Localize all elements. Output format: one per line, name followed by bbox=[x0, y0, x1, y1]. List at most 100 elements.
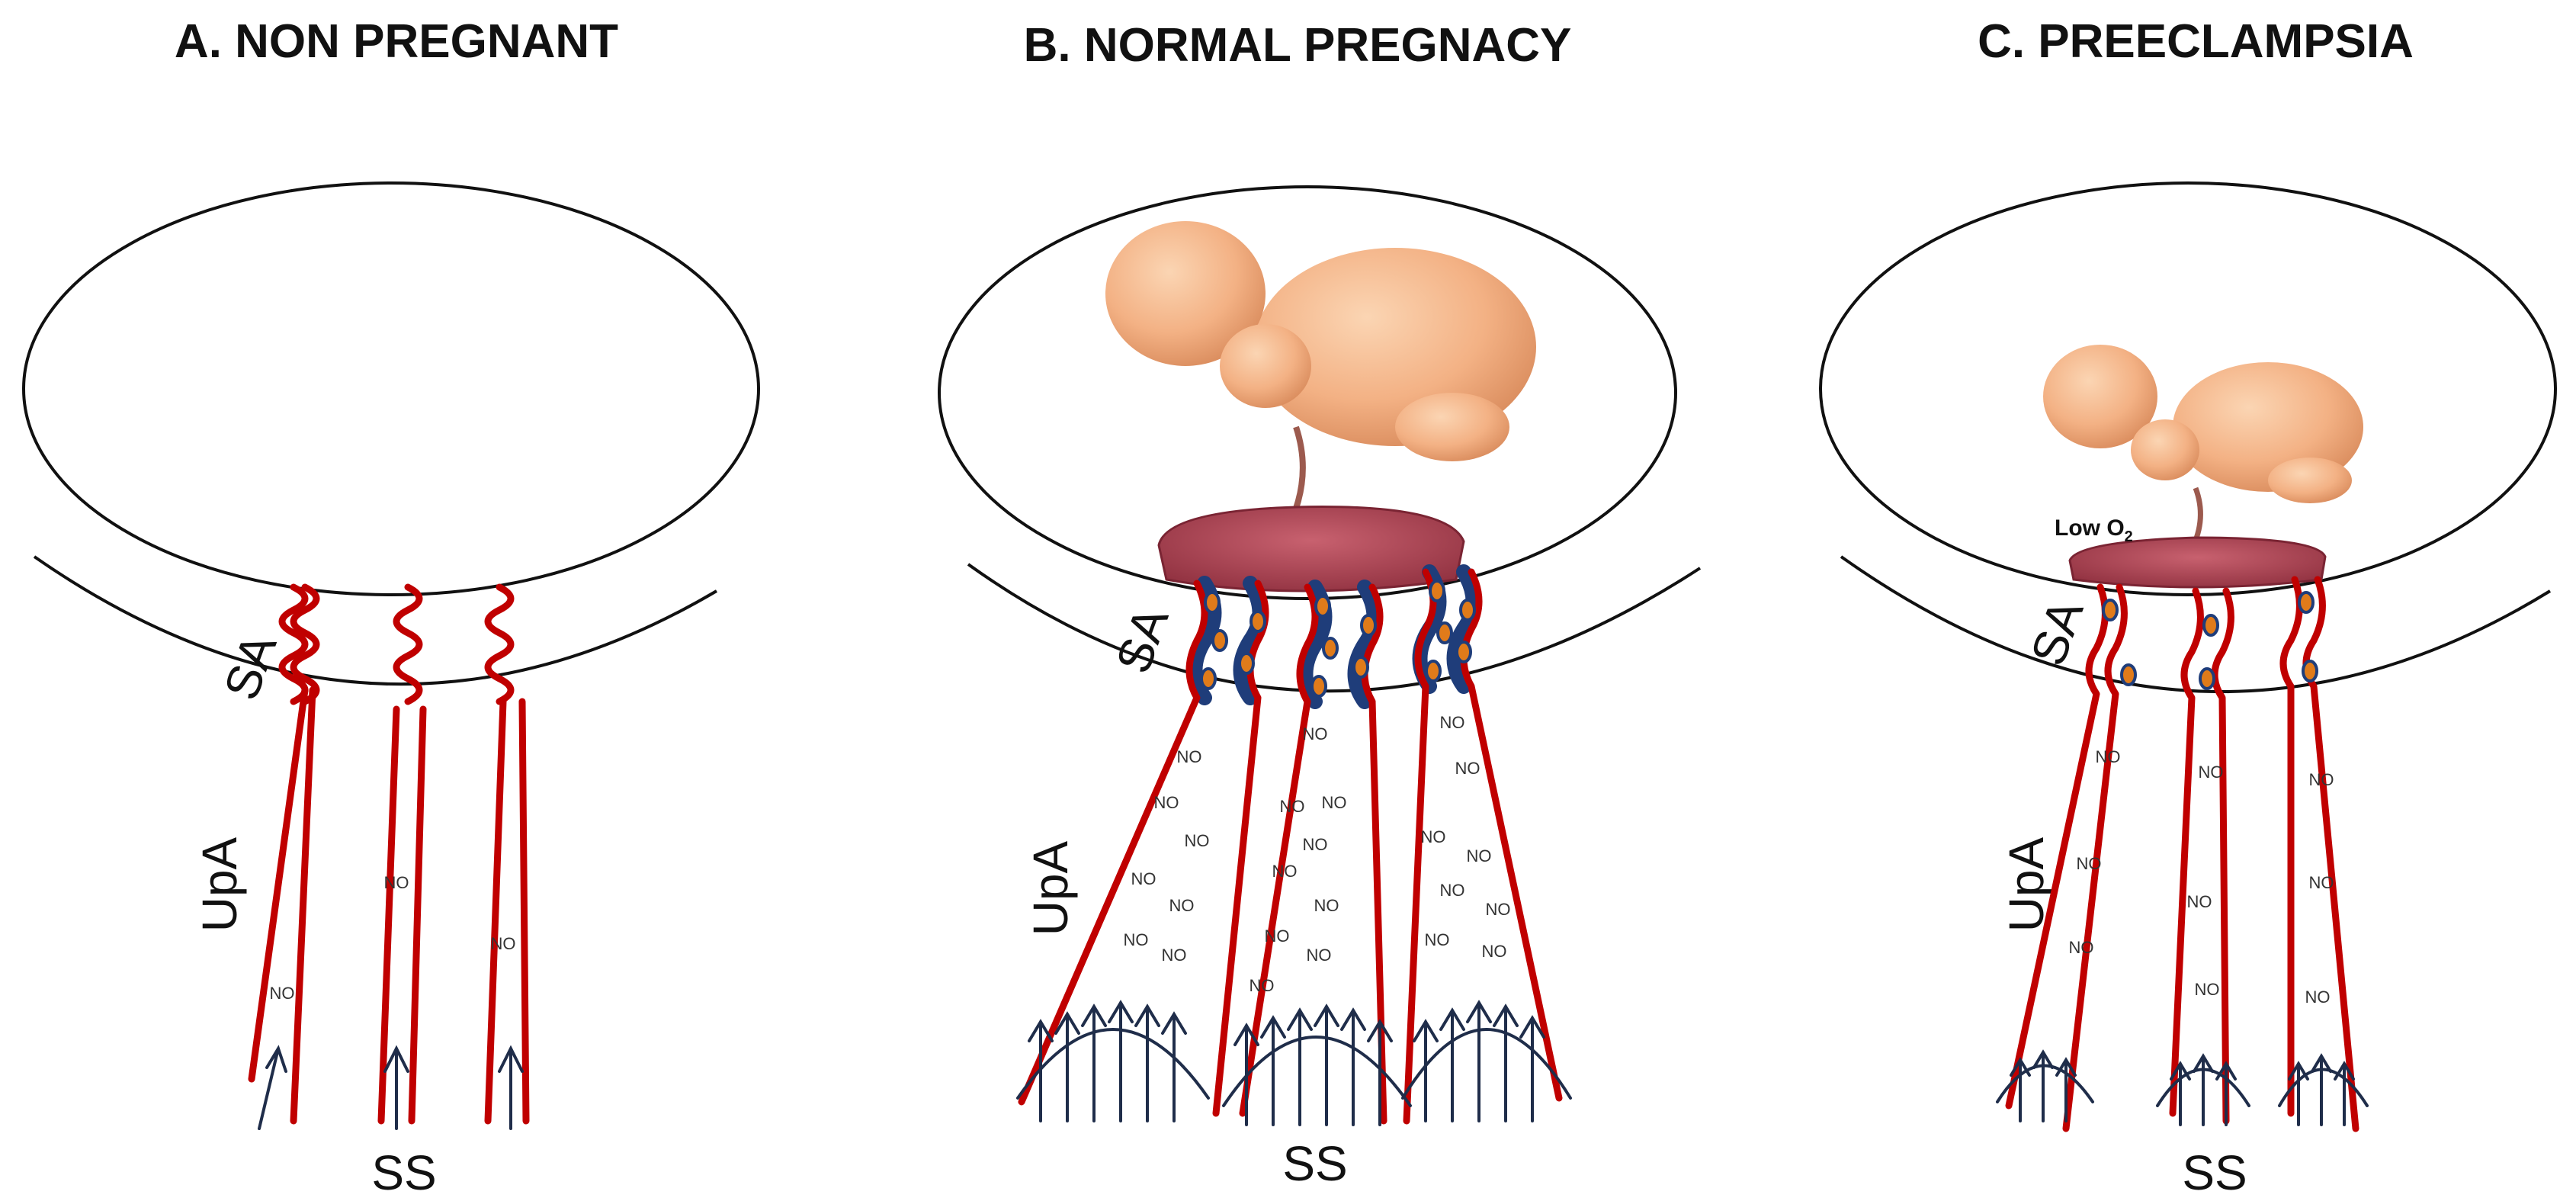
artery-wall bbox=[248, 686, 309, 1083]
nitric-oxide-label: NO bbox=[1169, 896, 1195, 915]
nitric-oxide-label: NO bbox=[1314, 896, 1339, 915]
arrow-icon bbox=[2010, 1049, 2077, 1122]
nitric-oxide-label: NO bbox=[1177, 747, 1202, 766]
artery-wall bbox=[1361, 583, 1387, 1125]
nitric-oxide-cluster: NO NO NO NO NO NO NO NO NO NO NO NO NO N… bbox=[1124, 713, 1511, 995]
arrow-icon bbox=[1233, 1004, 1393, 1126]
shear-stress-arrows bbox=[1016, 1000, 1572, 1126]
ss-label: SS bbox=[2182, 1145, 2247, 1200]
nitric-oxide-label: NO bbox=[1303, 724, 1328, 743]
placenta bbox=[2068, 536, 2327, 589]
nitric-oxide-label: NO bbox=[2199, 763, 2224, 782]
panel-title: B. NORMAL PREGNACY bbox=[1024, 19, 1572, 72]
nitric-oxide-label: NO bbox=[1250, 976, 1275, 995]
panel-normal-pregnancy: B. NORMAL PREGNACY SA UpA SS bbox=[938, 19, 1702, 1191]
fetus-illustration bbox=[1105, 221, 1536, 520]
nitric-oxide-label: NO bbox=[491, 934, 516, 953]
ss-label: SS bbox=[371, 1145, 436, 1200]
trophoblast-cells bbox=[1200, 580, 1476, 698]
artery-wall bbox=[1212, 580, 1269, 1117]
nitric-oxide-label: NO bbox=[1307, 946, 1332, 965]
spiral-artery bbox=[290, 583, 320, 705]
nitric-oxide-label: NO bbox=[1185, 831, 1210, 850]
arrow-icon bbox=[383, 1045, 409, 1130]
artery-wall bbox=[2279, 576, 2303, 1117]
low-oxygen-label: Low O2 bbox=[2055, 515, 2133, 545]
remodeled-spiral-artery-group bbox=[1187, 564, 1481, 709]
myometrium-boundary bbox=[1840, 555, 2552, 694]
arrow-icon bbox=[258, 1045, 287, 1130]
placenta bbox=[1157, 506, 1465, 592]
spiral-artery-group bbox=[278, 583, 515, 705]
nitric-oxide-label: NO bbox=[1124, 930, 1149, 949]
artery-wall bbox=[484, 698, 507, 1125]
upa-label: UpA bbox=[192, 837, 247, 932]
arrow-icon bbox=[2170, 1053, 2237, 1126]
artery-wall bbox=[518, 698, 530, 1125]
nitric-oxide-label: NO bbox=[1482, 942, 1507, 961]
nitric-oxide-label: NO bbox=[1265, 926, 1290, 946]
arrow-icon bbox=[1028, 1000, 1187, 1122]
radial-artery-group bbox=[248, 686, 530, 1125]
nitric-oxide-label: NO bbox=[1486, 900, 1511, 919]
nitric-oxide-label: NO bbox=[2077, 854, 2102, 873]
artery-wall bbox=[377, 705, 400, 1125]
nitric-oxide-label: NO bbox=[1303, 835, 1328, 854]
myometrium-boundary bbox=[33, 555, 718, 686]
nitric-oxide-label: NO bbox=[2195, 980, 2220, 999]
artery-wall bbox=[408, 705, 427, 1125]
nitric-oxide-label: NO bbox=[270, 984, 295, 1003]
uterine-cavity-outline bbox=[22, 181, 760, 596]
upa-label: UpA bbox=[1999, 837, 2054, 932]
nitric-oxide-label: NO bbox=[1154, 793, 1179, 812]
nitric-oxide-label: NO bbox=[2305, 987, 2331, 1007]
uterine-cavity-outline bbox=[938, 185, 1677, 600]
spiral-artery bbox=[393, 583, 423, 705]
nitric-oxide-label: NO bbox=[1131, 869, 1156, 888]
artery-wall bbox=[2169, 587, 2204, 1117]
sa-label: SA bbox=[213, 627, 287, 707]
nitric-oxide-label: NO bbox=[1440, 713, 1465, 732]
nitric-oxide-label: NO bbox=[1455, 759, 1480, 778]
panel-title: C. PREECLAMPSIA bbox=[1978, 15, 2414, 68]
artery-wall bbox=[290, 686, 316, 1125]
uterine-cavity-outline bbox=[1819, 181, 2557, 596]
nitric-oxide-label: NO bbox=[2309, 770, 2334, 789]
ss-label: SS bbox=[1282, 1136, 1347, 1191]
artery-wall bbox=[1460, 568, 1563, 1102]
panel-non-pregnant: A. NON PREGNANT SA UpA SS NO NO NO bbox=[22, 15, 760, 1200]
nitric-oxide-label: NO bbox=[1425, 930, 1450, 949]
arrow-icon bbox=[498, 1045, 524, 1130]
nitric-oxide-label: NO bbox=[2069, 938, 2094, 957]
nitric-oxide-label: NO bbox=[2309, 873, 2334, 892]
upa-label: UpA bbox=[1023, 840, 1078, 936]
arrow-icon bbox=[1413, 1000, 1545, 1122]
sa-label: SA bbox=[2020, 592, 2094, 673]
spiral-artery bbox=[278, 583, 309, 705]
artery-wall bbox=[2211, 587, 2234, 1125]
nitric-oxide-label: NO bbox=[2096, 747, 2121, 766]
nitric-oxide-label: NO bbox=[1162, 946, 1187, 965]
artery-wall bbox=[1018, 580, 1208, 1106]
shear-stress-arrows bbox=[1996, 1049, 2369, 1126]
artery-wall bbox=[1403, 568, 1437, 1125]
nitric-oxide-label: NO bbox=[1272, 862, 1298, 881]
trophoblast-cells bbox=[2102, 591, 2318, 690]
artery-wall bbox=[1239, 583, 1319, 1117]
panel-title: A. NON PREGNANT bbox=[175, 15, 618, 68]
artery-wall bbox=[2062, 583, 2128, 1132]
panel-preeclampsia: C. PREECLAMPSIA Low O2 SA UpA SS bbox=[1819, 15, 2557, 1200]
arrow-icon bbox=[2288, 1053, 2355, 1126]
trophoblast-lining bbox=[1347, 580, 1382, 709]
trophoblast-lining bbox=[1233, 576, 1268, 705]
nitric-oxide-label: NO bbox=[1440, 881, 1465, 900]
nitric-oxide-label: NO bbox=[1421, 827, 1446, 846]
spiral-artery bbox=[484, 583, 515, 705]
nitric-oxide-label: NO bbox=[1280, 797, 1305, 816]
nitric-oxide-label: NO bbox=[2187, 892, 2212, 911]
shear-stress-arrows bbox=[258, 1045, 524, 1130]
trophoblast-lining bbox=[1446, 564, 1481, 694]
arrow-fan-arc bbox=[1222, 1036, 1412, 1107]
arrow-fan-arc bbox=[1016, 1028, 1210, 1100]
